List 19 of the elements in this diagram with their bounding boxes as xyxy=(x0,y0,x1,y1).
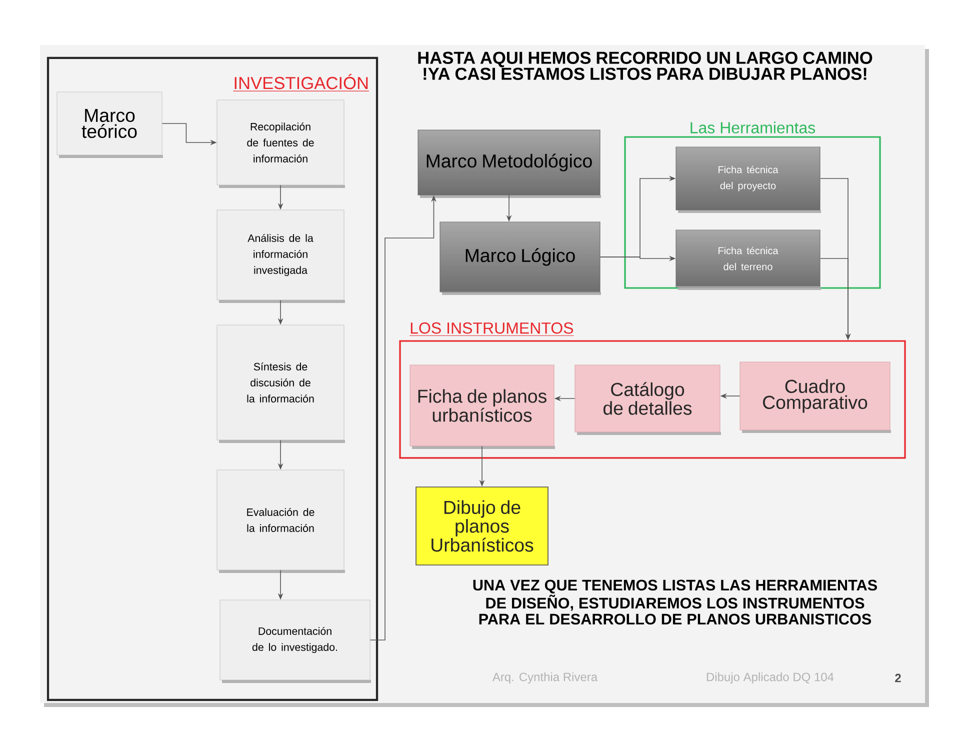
process-box: Marco Lógico xyxy=(440,222,601,295)
footer-text: Arq. Cynthia Rivera xyxy=(492,672,598,684)
process-box: Marco Metodológico xyxy=(418,130,601,198)
process-box: Ficha de planos urbanísticos xyxy=(410,364,555,449)
process-box: Ficha técnica del terreno xyxy=(676,230,821,290)
slide-title: HASTA AQUI HEMOS RECORRIDO UN LARGO CAMINO !YA CASI ESTAMOS LISTOS PARA DIBUJAR PLANOS! xyxy=(418,52,872,80)
process-box: Evaluación de la información xyxy=(216,470,345,573)
note-text: UNA VEZ QUE TENEMOS LISTAS LAS HERRAMIENTAS DE DISEÑO, ESTUDIAREMOS LOS INSTRUMENTOS PARA EL DESARROLLO DE PLANOS URBANISTICOS xyxy=(473,580,877,625)
page-number: 2 xyxy=(895,674,901,682)
process-box: Ficha técnica del proyecto xyxy=(676,146,821,213)
process-box: Cuadro Comparativo xyxy=(740,362,891,433)
process-box: Documentación de lo investigado. xyxy=(220,600,371,683)
process-box: Síntesis de discusión de la información xyxy=(216,324,345,443)
process-box: Dibujo de planos Urbanísticos xyxy=(416,486,548,566)
process-box: Recopilación de fuentes de información xyxy=(216,100,345,188)
footer-text: Dibujo Aplicado DQ 104 xyxy=(706,672,834,684)
process-box: Catálogo de detalles xyxy=(574,364,721,435)
process-box: Marco teórico xyxy=(56,92,163,158)
process-box: Análisis de la información investigada xyxy=(216,210,345,303)
